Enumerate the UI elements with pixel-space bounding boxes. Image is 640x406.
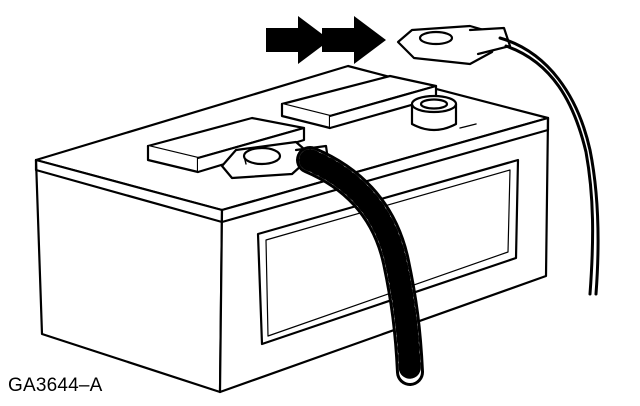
battery-post bbox=[410, 94, 477, 132]
armored-cable bbox=[296, 146, 424, 386]
vent-cap-right bbox=[280, 74, 438, 130]
terminal-cover-detached bbox=[396, 24, 512, 66]
direction-arrow-icon bbox=[266, 16, 386, 64]
cable bbox=[498, 36, 600, 296]
figure-caption: GA3644–A bbox=[8, 375, 103, 396]
